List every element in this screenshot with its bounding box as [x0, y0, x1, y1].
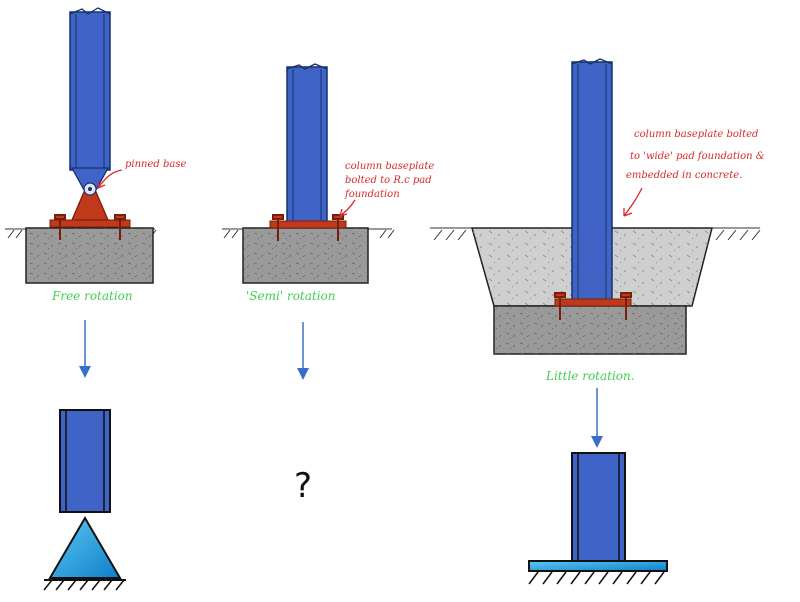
question-mark: ?	[294, 466, 312, 506]
callout-pinned-base: pinned base	[125, 159, 186, 170]
callout-embedded-line2: to 'wide' pad foundation &	[630, 151, 765, 162]
callout-baseplate-line3: foundation	[344, 189, 400, 200]
callout-arrow-right	[623, 187, 643, 217]
column-middle	[286, 66, 328, 223]
idealized-column-right	[571, 452, 626, 562]
triangle-hatch-icon	[43, 516, 126, 591]
base-plate-left	[49, 219, 131, 228]
column-left	[69, 11, 111, 171]
panel-pinned-base: pinned base Free rotation	[5, 7, 186, 591]
plate-hatch-icon	[528, 560, 668, 585]
rotation-label-right: Little rotation.	[545, 369, 635, 383]
panel-embedded-base: column baseplate bolted to 'wide' pad fo…	[430, 58, 765, 585]
callout-arrow-middle	[339, 199, 356, 217]
callout-arrow-left	[97, 169, 123, 189]
anchor-bolts-left	[54, 214, 126, 240]
anchor-bolts-right	[554, 292, 632, 320]
panel-baseplate-pad: column baseplate bolted to R.c pad found…	[222, 63, 434, 506]
base-plate-right	[554, 298, 632, 307]
callout-embedded-line3: embedded in concrete.	[626, 170, 742, 181]
base-plate-middle	[269, 220, 347, 229]
pinned-base-block	[71, 191, 109, 221]
rotation-label-left: Free rotation	[51, 289, 133, 303]
anchor-bolts-middle	[272, 214, 344, 241]
idealized-column-left	[59, 409, 111, 513]
ground-hatch-right	[430, 227, 761, 241]
rotation-label-middle: 'Semi' rotation	[246, 289, 336, 303]
callout-embedded-line1: column baseplate bolted	[634, 129, 758, 140]
callout-baseplate-line1: column baseplate	[345, 161, 434, 172]
callout-baseplate-line2: bolted to R.c pad	[345, 175, 432, 186]
